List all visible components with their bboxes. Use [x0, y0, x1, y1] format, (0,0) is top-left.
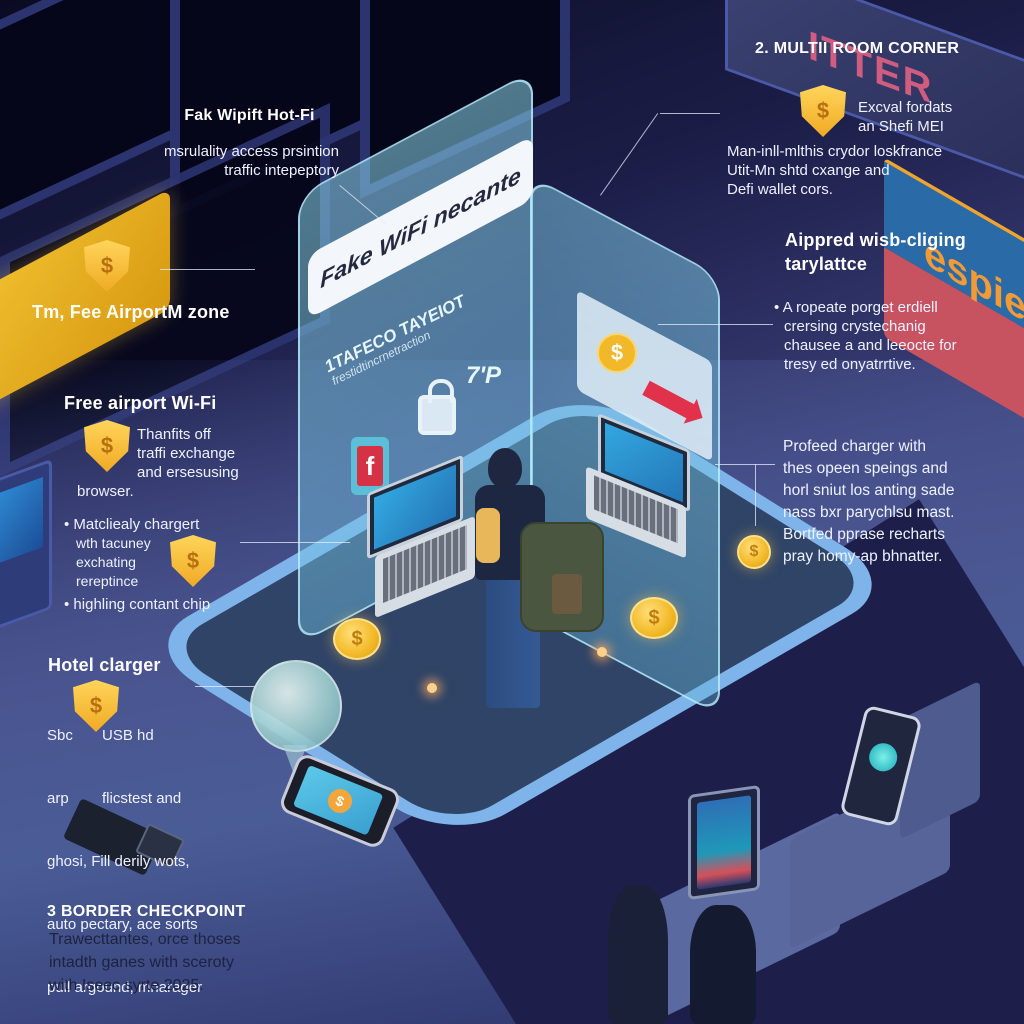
hotel-charger-line: ghosi, Fill derily wots, [47, 853, 190, 870]
app-tile-icon: f [351, 437, 389, 495]
connector-line [240, 542, 350, 543]
free-wifi-text: Thanfits off traffi exchange and ersesus… [137, 425, 239, 482]
free-wifi-sub: wth tacuney [76, 535, 151, 551]
kiosk-screen [688, 784, 760, 901]
coin-icon: $ [737, 535, 771, 569]
free-wifi-sub: exchating [76, 554, 136, 570]
free-wifi-line: traffi exchange [137, 445, 236, 462]
person-head [488, 448, 522, 488]
proofed-charger-line: nass bxr parychlsu mast. [783, 504, 955, 521]
airport-zone-heading: Tm, Fee AirportM zone [32, 302, 230, 322]
connector-line [195, 686, 255, 687]
fake-hotspot-text: msrulality access prsintion traffic inte… [134, 142, 339, 180]
connector-line [658, 324, 773, 325]
app-letter: f [357, 446, 383, 486]
free-wifi-bullet-1: • Matcliealy chargert wth tacuney exchat… [64, 516, 200, 589]
appred-lure-line: crersing crystechanig [784, 318, 926, 335]
lock-icon [418, 379, 456, 435]
free-wifi-bullet-2: • highling contant chip [64, 596, 211, 613]
connector-line [660, 113, 720, 114]
appred-lure-heading-text: Aippred wisb-cliging tarylattce [785, 230, 967, 274]
free-wifi-line-last: browser. [77, 483, 134, 500]
annotation-fake-hotspot: Fak Wipift Hot-Fi [162, 107, 337, 125]
left-kiosk-terminal [0, 458, 52, 632]
hotel-charger-line: arp flicstest and [47, 790, 182, 807]
border-checkpoint-heading: 3 BORDER CHECKPOINT [47, 903, 246, 920]
multi-room-text: Man-inll-mlthis crydor loskfrance Utit-M… [727, 142, 942, 199]
hotel-charger-line: Sbc USB hd [47, 727, 154, 744]
proofed-charger-line: pray homy-ap bhnatter. [783, 548, 943, 565]
fake-hotspot-heading: Fak Wipift Hot-Fi [184, 107, 315, 124]
border-checkpoint-line: intadth ganes with sceroty [49, 954, 234, 971]
free-wifi-heading: Free airport Wi-Fi [64, 393, 217, 413]
proofed-charger-line: thes opeen speings and [783, 460, 948, 477]
traveler-figure [608, 885, 668, 1024]
hotel-charger-line: auto pectary, ace sorts [47, 916, 198, 933]
free-wifi-line: Thanfits off [137, 426, 211, 443]
booth-panel-number: 7'P [466, 362, 502, 389]
appred-lure-line: chausee a and leeocte for [784, 337, 957, 354]
hotel-charger-text: Sbc USB hd arp flicstest and ghosi, Fill… [47, 683, 202, 1019]
connector-line [755, 464, 756, 526]
fake-hotspot-line: msrulality access prsintion [163, 143, 339, 160]
hotel-charger-heading: Hotel clarger [48, 655, 161, 675]
multi-room-shield-text: Excval fordats an Shefi MEI [858, 98, 952, 136]
fake-hotspot-line: traffic intepeptory [224, 162, 339, 179]
proofed-charger-line: Bortfed pprase recharts [783, 526, 945, 543]
free-wifi-line: and ersesusing [137, 464, 239, 481]
coin-icon: $ [597, 333, 637, 373]
connection-node [597, 647, 607, 657]
connector-line [600, 113, 659, 196]
appred-lure-line: tresy ed onyatrrtive. [784, 356, 916, 373]
multi-room-line: Utit-Mn shtd cxange and [727, 162, 890, 179]
appred-lure-bullet: • A ropeate porget erdiell [774, 299, 938, 316]
multi-room-line: Man-inll-mlthis crydor loskfrance [727, 143, 943, 160]
proofed-charger-line: horl sniut los anting sade [783, 482, 955, 499]
proofed-charger-text: Profeed charger with thes opeen speings … [783, 436, 954, 568]
border-checkpoint-line: with Iseec syrte 2025. [49, 977, 204, 994]
connector-line [160, 269, 255, 270]
free-wifi-bullet-text: highling contant chip [73, 596, 211, 613]
appred-lure-heading: Aippred wisb-cliging tarylattce [785, 228, 985, 276]
connection-node [427, 683, 437, 693]
officer-figure [690, 905, 756, 1024]
person-shirt [476, 508, 500, 563]
shield-dollar-icon: $ [800, 85, 846, 137]
proofed-charger-line: Profeed charger with [783, 438, 927, 455]
multi-room-line: Excval fordats [858, 99, 953, 116]
free-wifi-bullet-text: Matcliealy chargert [73, 516, 200, 533]
connector-line [715, 464, 775, 465]
appred-lure-text: • A ropeate porget erdiell crersing crys… [774, 298, 957, 374]
hotel-charger-line: pull argound, mnarager [47, 979, 203, 996]
multi-room-line: an Shefi MEI [858, 118, 944, 135]
coin-icon: $ [630, 597, 678, 639]
free-wifi-sub: rereptince [76, 573, 139, 589]
border-checkpoint-line: Trawecttantes, orce thoses [49, 931, 241, 948]
multi-room-line: Defi wallet cors. [727, 181, 833, 198]
border-checkpoint-text: Trawecttantes, orce thoses intadth ganes… [49, 928, 241, 997]
appred-lure-bullet-text: A ropeate porget erdiell [782, 299, 938, 316]
globe-icon [250, 660, 342, 752]
coin-icon: $ [333, 618, 381, 660]
multi-room-heading: 2. MULTII ROOM CORNER [755, 40, 960, 57]
backpack-icon [520, 522, 604, 632]
